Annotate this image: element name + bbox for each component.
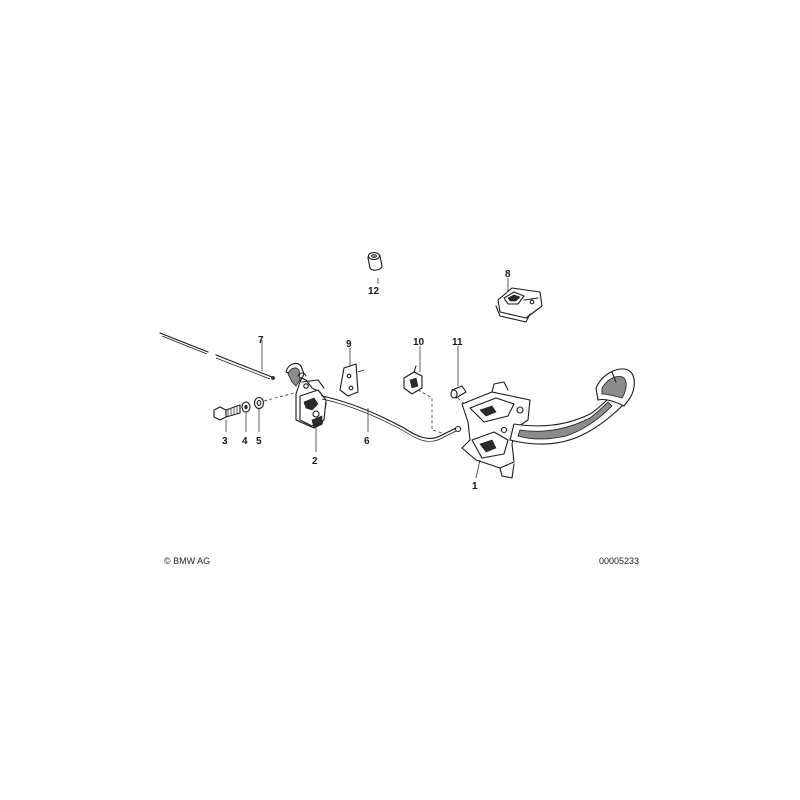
washer-part-5[interactable] xyxy=(253,396,265,410)
washer-part-4[interactable] xyxy=(241,401,251,413)
part-label-10: 10 xyxy=(413,337,425,348)
leader-lines xyxy=(225,278,509,479)
part-label-2: 2 xyxy=(312,456,318,467)
part-label-6: 6 xyxy=(364,436,370,447)
part-label-1: 1 xyxy=(472,481,478,492)
part-label-4: 4 xyxy=(242,436,248,447)
bolt-part-3[interactable] xyxy=(213,404,241,421)
cable-part-6[interactable] xyxy=(321,395,462,442)
clip-part-8[interactable] xyxy=(495,287,543,323)
bushing-part-12[interactable] xyxy=(367,251,383,271)
part-label-9: 9 xyxy=(346,339,352,350)
bracket-part-9[interactable] xyxy=(339,363,365,397)
bushing-part-11[interactable] xyxy=(450,385,467,399)
latch-part-2[interactable] xyxy=(285,363,327,429)
diagram-number: 00005233 xyxy=(599,556,639,566)
part-label-3: 3 xyxy=(222,436,228,447)
part-label-12: 12 xyxy=(368,286,380,297)
copyright-text: © BMW AG xyxy=(164,556,210,566)
part-label-8: 8 xyxy=(505,269,511,280)
part-label-11: 11 xyxy=(452,337,463,348)
clip-part-10[interactable] xyxy=(403,365,423,395)
part-label-7: 7 xyxy=(258,335,264,346)
rod-part-7[interactable] xyxy=(159,332,275,380)
lever-part-1[interactable] xyxy=(461,368,635,479)
part-label-5: 5 xyxy=(256,436,262,447)
